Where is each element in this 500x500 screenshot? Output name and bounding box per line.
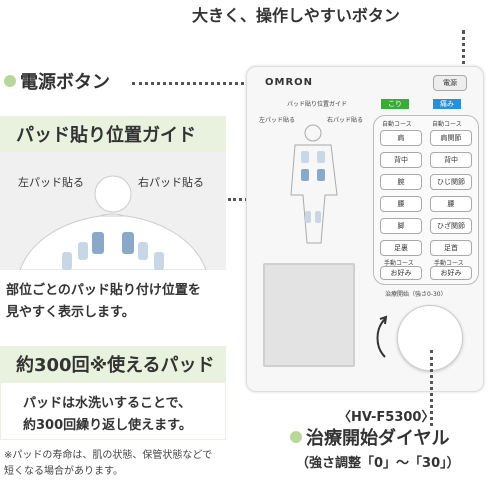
dial-callout: 治療開始ダイヤル	[290, 424, 449, 450]
favorite-button-right[interactable]: お好み	[430, 266, 472, 280]
course-button-elbow-joint[interactable]: ひじ関節	[430, 174, 472, 190]
course-button-waist[interactable]: 腰	[380, 196, 422, 212]
guide-header-text: パッド貼り位置ガイド	[16, 125, 196, 146]
course-button-back[interactable]: 背中	[380, 152, 422, 168]
dial-range: （強さ0-30）	[409, 291, 447, 298]
dial-label: 治療開始	[385, 291, 410, 298]
course-button-shoulder[interactable]: 肩	[380, 130, 422, 146]
easy-button-callout: 大きく、操作しやすいボタン	[192, 6, 400, 25]
power-callout-label: 電源ボタン	[20, 72, 110, 93]
manual-right-label: 手動コース	[434, 260, 464, 267]
footnote: ※パッドの寿命は、肌の状態、保管状態などで 短くなる場合があります。	[4, 448, 212, 480]
bullet-icon	[4, 75, 16, 87]
right-pad-label: 右パッド貼る	[138, 176, 204, 189]
guide-illustration: 左パッド貼る 右パッド貼る	[0, 152, 226, 270]
course-button-knee-joint[interactable]: ひざ関節	[430, 218, 472, 234]
right-col-title: 自動コース	[432, 121, 462, 128]
power-button[interactable]: 電源	[433, 75, 467, 91]
guide-section-header: パッド貼り位置ガイド	[0, 116, 226, 152]
dial-callout-sub: （強さ調整「0」〜「30」）	[296, 456, 460, 471]
model-label: 〈HV-F5300〉	[338, 410, 435, 425]
footnote-line2: 短くなる場合があります。	[4, 466, 123, 477]
device-body: OMRON 電源 パッド貼り位置ガイド 左パッド貼る 右パッド貼る こり 痛み …	[246, 66, 484, 392]
pad-header-text: 約300回※使えるパッド	[16, 355, 215, 376]
favorite-button-left[interactable]: お好み	[380, 266, 422, 280]
device-left-pad: 左パッド貼る	[259, 117, 296, 124]
manual-left-label: 手動コース	[384, 260, 414, 267]
tag-kori: こり	[381, 99, 409, 109]
power-callout: 電源ボタン	[4, 68, 110, 94]
dial-arrow-icon	[376, 315, 388, 358]
course-button-leg[interactable]: 脚	[380, 218, 422, 234]
footnote-line1: ※パッドの寿命は、肌の状態、保管状態などで	[4, 450, 213, 461]
left-col-title: 自動コース	[382, 121, 412, 128]
tag-itami: 痛み	[433, 99, 461, 109]
brand-logo: OMRON	[265, 77, 314, 88]
callout-line-top	[462, 30, 465, 78]
treatment-dial[interactable]	[397, 305, 463, 371]
pad-caption: パッドは水洗いすることで、 約300回繰り返し使えます。	[0, 382, 226, 440]
course-panel: 自動コース 自動コース 肩 背中 腕 腰 脚 足裏 肩関節 背中 ひじ関節 腰 …	[373, 115, 479, 285]
callout-line-dial	[430, 350, 433, 426]
lcd-display	[263, 263, 355, 367]
device-body-figure-icon	[290, 124, 338, 244]
course-button-ankle[interactable]: 足首	[430, 240, 472, 256]
pad-section-header: 約300回※使えるパッド	[0, 346, 226, 382]
left-pad-label: 左パッド貼る	[18, 176, 84, 189]
course-button-sole[interactable]: 足裏	[380, 240, 422, 256]
pad-caption-line2: 約300回繰り返し使えます。	[23, 418, 192, 433]
guide-caption-line1: 部位ごとのパッド貼り付け位置を	[6, 283, 201, 298]
course-button-arm[interactable]: 腕	[380, 174, 422, 190]
course-button-waist-pain[interactable]: 腰	[430, 196, 472, 212]
body-illustration	[19, 175, 207, 270]
pad-caption-line1: パッドは水洗いすることで、	[23, 396, 192, 411]
dial-callout-title: 治療開始ダイヤル	[306, 428, 450, 449]
bullet-icon	[290, 431, 302, 443]
device-guide-title: パッド貼り位置ガイド	[287, 101, 348, 108]
guide-caption-line2: 見やすく表示します。	[6, 305, 135, 320]
device-right-pad: 右パッド貼る	[327, 117, 364, 124]
course-button-back-pain[interactable]: 背中	[430, 152, 472, 168]
course-button-shoulder-joint[interactable]: 肩関節	[430, 130, 472, 146]
guide-caption: 部位ごとのパッド貼り付け位置を 見やすく表示します。	[6, 280, 236, 324]
